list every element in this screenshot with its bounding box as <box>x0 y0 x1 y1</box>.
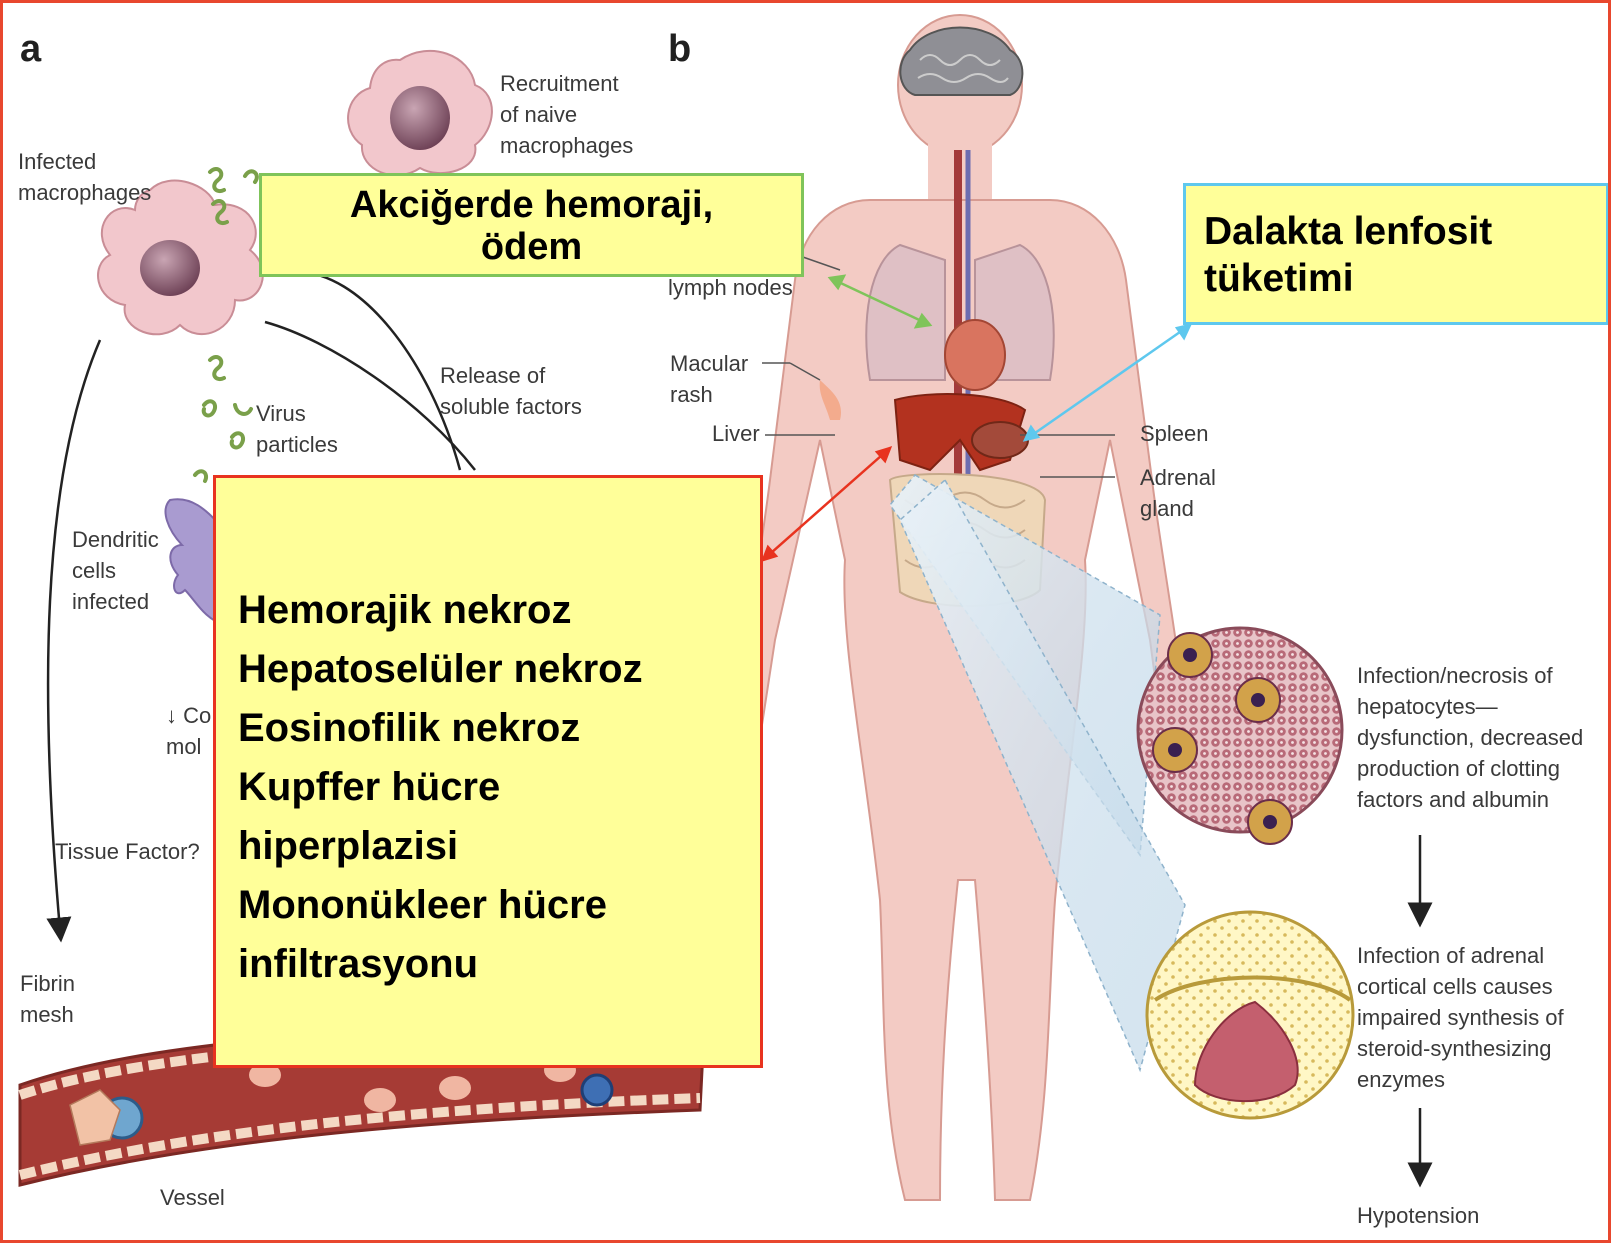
callout-line: Kupffer hücre <box>238 758 760 817</box>
label-line: infected <box>72 586 159 617</box>
callout-line: hiperplazisi <box>238 817 760 876</box>
label-line: hepatocytes— <box>1357 691 1583 722</box>
callout-line: Hemorajik nekroz <box>238 581 760 640</box>
label-line: Virus <box>256 398 338 429</box>
label-infection-necrosis-hepatocytes: Infection/necrosis of hepatocytes— dysfu… <box>1357 660 1583 815</box>
label-line: dysfunction, decreased <box>1357 722 1583 753</box>
label-release-soluble-factors: Release of soluble factors <box>440 360 582 422</box>
callout-spleen-lymphocyte-depletion: Dalakta lenfosit tüketimi <box>1183 183 1609 325</box>
label-adrenal-cell-infection: Infection of adrenal cortical cells caus… <box>1357 940 1564 1095</box>
label-line: particles <box>256 429 338 460</box>
label-fibrin-mesh: Fibrin mesh <box>20 968 75 1030</box>
callout-lung-hemorrhage: Akciğerde hemoraji, ödem <box>259 173 804 277</box>
label-liver: Liver <box>712 418 760 449</box>
label-tissue-factor: Tissue Factor? <box>55 836 200 867</box>
callout-line: Hepatoselüler nekroz <box>238 640 760 699</box>
panel-letter-a: a <box>20 28 41 71</box>
heart <box>945 320 1005 390</box>
label-line: Recruitment <box>500 68 633 99</box>
label-dendritic-cells: Dendritic cells infected <box>72 524 159 617</box>
label-macular-rash: Macular rash <box>670 348 748 410</box>
callout-line: Mononükleer hücre <box>238 876 760 935</box>
callout-line: Eosinofilik nekroz <box>238 699 760 758</box>
label-virus-particles: Virus particles <box>256 398 338 460</box>
callout-line: Dalakta lenfosit <box>1204 208 1606 255</box>
label-line: impaired synthesis of <box>1357 1002 1564 1033</box>
label-line: cells <box>72 555 159 586</box>
spleen-organ <box>972 422 1028 458</box>
label-line: production of clotting <box>1357 753 1583 784</box>
label-line: Infection of adrenal <box>1357 940 1564 971</box>
label-line: macrophages <box>500 130 633 161</box>
label-line: enzymes <box>1357 1064 1564 1095</box>
label-line: Dendritic <box>72 524 159 555</box>
label-line: of naive <box>500 99 633 130</box>
label-co-molecules-fragment: ↓ Co mol <box>166 700 211 762</box>
label-recruitment: Recruitment of naive macrophages <box>500 68 633 161</box>
label-line: Infection/necrosis of <box>1357 660 1583 691</box>
label-line: factors and albumin <box>1357 784 1583 815</box>
label-line: Adrenal <box>1140 462 1216 493</box>
label-line: ↓ Co <box>166 700 211 731</box>
label-infected-macrophages: Infected macrophages <box>18 146 151 208</box>
label-line: soluble factors <box>440 391 582 422</box>
label-line: mesh <box>20 999 75 1030</box>
label-line: Fibrin <box>20 968 75 999</box>
label-spleen: Spleen <box>1140 418 1209 449</box>
callout-line: ödem <box>262 226 801 268</box>
label-line: Infected <box>18 146 151 177</box>
callout-line: infiltrasyonu <box>238 935 760 994</box>
label-line: macrophages <box>18 177 151 208</box>
label-line: cortical cells causes <box>1357 971 1564 1002</box>
callout-line: Akciğerde hemoraji, <box>262 184 801 226</box>
hepatocyte-tissue-circle <box>1138 628 1342 844</box>
callout-line: tüketimi <box>1204 255 1606 302</box>
label-line: rash <box>670 379 748 410</box>
naive-macrophage-cell <box>348 51 492 175</box>
adrenal-cell-circle <box>1147 912 1353 1118</box>
panel-letter-b: b <box>668 28 691 71</box>
label-line: gland <box>1140 493 1216 524</box>
label-adrenal-gland: Adrenal gland <box>1140 462 1216 524</box>
callout-liver-necrosis: Hemorajik nekroz Hepatoselüler nekroz Eo… <box>213 475 763 1068</box>
label-line: Release of <box>440 360 582 391</box>
label-line: mol <box>166 731 211 762</box>
label-line: Macular <box>670 348 748 379</box>
label-vessel: Vessel <box>160 1182 225 1213</box>
label-line: steroid-synthesizing <box>1357 1033 1564 1064</box>
label-hypotension: Hypotension <box>1357 1200 1479 1231</box>
